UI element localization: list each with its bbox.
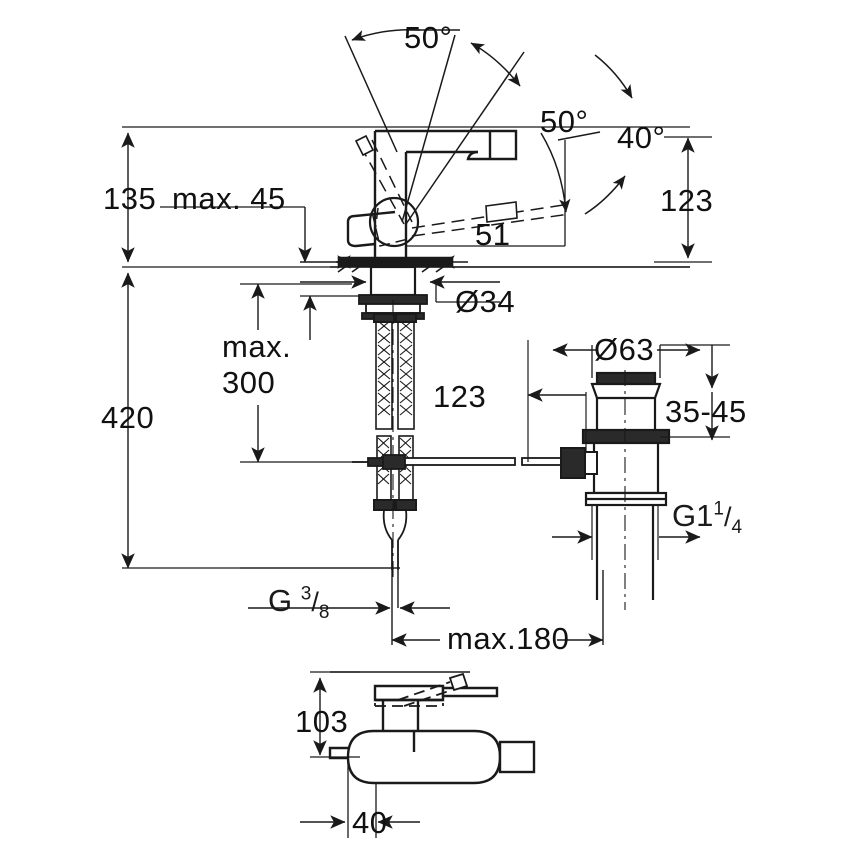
- label-overall-height-420: 420: [101, 400, 155, 435]
- dim-40: [300, 757, 420, 838]
- label-angle-swivel-left: 50°: [404, 20, 453, 55]
- label-height-123-right: 123: [660, 183, 714, 218]
- label-drain-flange-d63: Ø63: [594, 332, 655, 367]
- label-max-45: max. 45: [172, 181, 286, 216]
- lever-ghost: [354, 134, 375, 157]
- label-max-300-line2: 300: [222, 365, 276, 400]
- faucet-body: [373, 129, 518, 258]
- spout-ghost-outlet: [485, 201, 518, 223]
- dim-d63: [552, 343, 701, 378]
- waste-thread-prefix: G1: [672, 498, 714, 533]
- hose-tails: [382, 509, 408, 570]
- label-max-300-line1: max.: [222, 329, 292, 364]
- label-supply-thread-g3-8: G 3/8: [268, 583, 330, 624]
- hose-ferrules: [373, 313, 417, 511]
- side-view-faucet: [328, 684, 536, 785]
- label-angle-swivel-right: 50°: [540, 104, 589, 139]
- dim-max-300: [240, 283, 368, 463]
- label-side-view-height-103: 103: [295, 704, 349, 739]
- label-height-135: 135: [103, 181, 157, 216]
- lever-handle: [346, 210, 396, 248]
- dim-123-right: [654, 136, 712, 263]
- waste-adjust-knob: [560, 447, 598, 479]
- label-waste-thread-g1-1-4: G11/4: [672, 498, 743, 539]
- swivel-ghost-lines: [359, 139, 571, 237]
- dim-35-45: [660, 344, 730, 441]
- lift-rod-linkage: [352, 454, 585, 470]
- supply-thread-numerator: 3: [300, 583, 312, 605]
- dim-103: [310, 671, 360, 758]
- dim-420: [121, 272, 400, 569]
- dim-max-180: [391, 570, 604, 647]
- leader-arrows-deck: [300, 255, 500, 289]
- label-rod-height-123: 123: [433, 379, 487, 414]
- dim-g1-1-4: [552, 505, 701, 560]
- label-side-view-depth-40: 40: [352, 805, 388, 840]
- cartridge-hub: [368, 196, 420, 248]
- shank: [369, 265, 417, 297]
- waste-thread-numerator: 1: [713, 498, 724, 520]
- pop-up-waste: [581, 371, 671, 600]
- dim-d34: [435, 282, 500, 303]
- label-angle-lever: 40°: [617, 120, 666, 155]
- label-escutcheon-d34: Ø34: [455, 284, 516, 319]
- waste-thread-denominator: 4: [731, 517, 743, 539]
- label-basin-thickness-35-45: 35-45: [665, 394, 747, 429]
- dim-123-rod: [527, 340, 587, 462]
- label-supply-spread-max-180: max.180: [447, 621, 570, 656]
- supply-thread-denominator: 8: [318, 602, 330, 624]
- side-view-ghost-cap: [448, 672, 469, 692]
- label-spout-reach-51: 51: [475, 217, 511, 252]
- dim-g3-8: [240, 567, 450, 615]
- hub-ghost: [371, 207, 413, 247]
- supply-thread-prefix: G: [268, 583, 293, 618]
